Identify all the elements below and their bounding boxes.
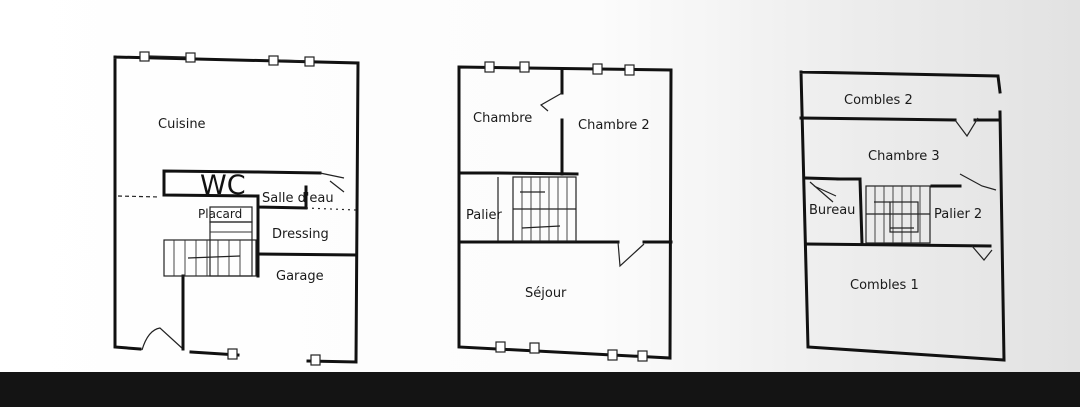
bottom-shadow-bar [0,372,1080,407]
room-label-chambre: Chambre [473,111,532,126]
window [484,61,495,73]
room-label-bureau: Bureau [809,203,855,218]
window [495,341,506,353]
room-label-chambre-3: Chambre 3 [868,149,940,164]
room-label-chambre-2: Chambre 2 [578,118,650,133]
second-outer-wall [799,70,1006,362]
window [592,63,603,75]
window [519,61,530,73]
room-label-sejour: Séjour [525,286,567,301]
room-label-wc: WC [200,170,246,201]
room-label-palier: Palier [466,208,502,223]
window [185,52,196,63]
first-stairs [497,176,577,242]
room-label-placard: Placard [198,207,242,221]
window [607,349,618,361]
window [624,64,635,76]
window [529,342,540,354]
window [304,56,315,67]
room-label-combles-2: Combles 2 [844,93,913,108]
room-label-garage: Garage [276,269,324,284]
ground-stairs [163,221,257,277]
window [139,51,150,62]
window [227,348,238,360]
room-label-combles-1: Combles 1 [850,278,919,293]
room-label-dressing: Dressing [272,227,329,242]
ground-floor-plan [113,51,360,366]
window [310,354,321,366]
room-label-salle-deau: Salle d'eau [262,191,334,206]
entrance-door [141,327,184,351]
second-floor-plan [799,70,1006,362]
first-floor-plan [457,61,673,362]
second-stairs [865,185,931,244]
room-label-cuisine: Cuisine [158,117,206,132]
room-label-palier-2: Palier 2 [934,207,982,222]
window [637,350,648,362]
window [268,55,279,66]
